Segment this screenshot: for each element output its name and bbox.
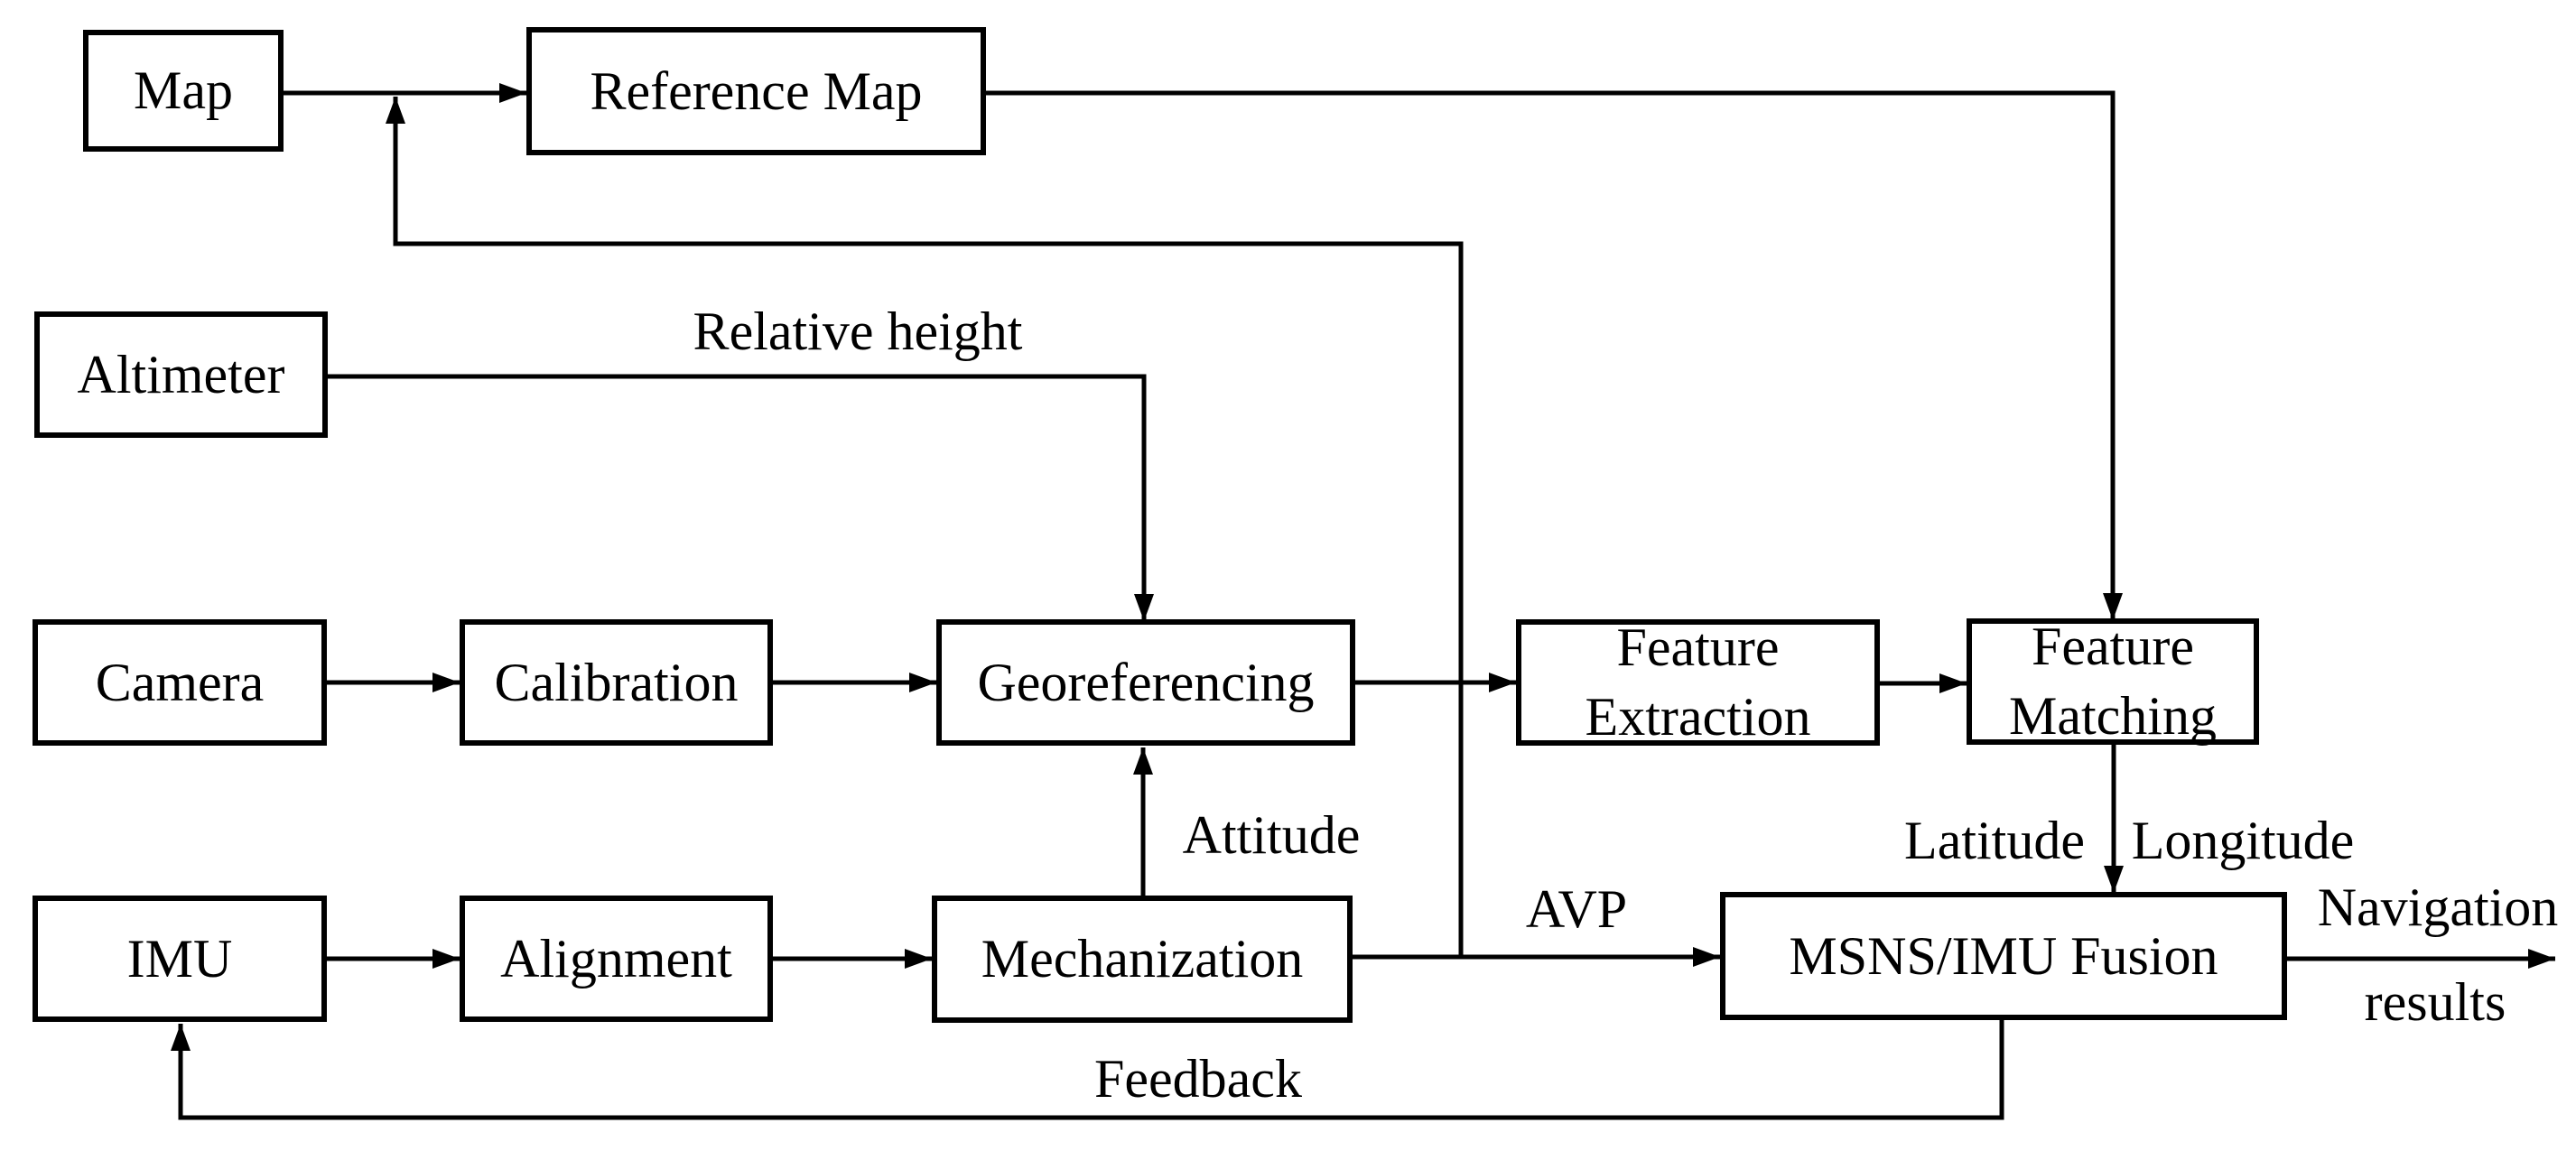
- node-feature-matching: Feature Matching: [1967, 617, 2259, 746]
- edge-label-attitude: Attitude: [1182, 805, 1361, 865]
- edge-label-relative-height: Relative height: [693, 302, 1023, 361]
- node-map: Map: [83, 30, 284, 152]
- node-calibration-label: Calibration: [494, 652, 739, 712]
- node-feature-extraction-label: Feature Extraction: [1585, 617, 1811, 747]
- node-feature-extraction: Feature Extraction: [1516, 617, 1880, 747]
- node-feature-matching-label: Feature Matching: [2009, 617, 2217, 746]
- edge-altimeter-to-georeferencing: [328, 374, 1154, 621]
- edge-mechanization-to-reference-map-input: [386, 97, 1464, 957]
- node-alignment: Alignment: [460, 896, 773, 1022]
- node-camera-label: Camera: [95, 652, 265, 712]
- node-reference-map: Reference Map: [526, 27, 986, 155]
- edge-reference-map-to-feature-matching: [986, 90, 2123, 620]
- edge-label-feedback: Feedback: [1094, 1049, 1302, 1109]
- edge-label-latitude: Latitude: [1904, 811, 2085, 870]
- node-reference-map-label: Reference Map: [590, 60, 923, 121]
- node-altimeter-label: Altimeter: [77, 344, 285, 404]
- node-alignment-label: Alignment: [500, 928, 732, 989]
- node-imu: IMU: [33, 896, 327, 1022]
- edge-label-avp: AVP: [1525, 879, 1628, 939]
- node-msns-imu-fusion: MSNS/IMU Fusion: [1720, 892, 2287, 1020]
- node-altimeter: Altimeter: [34, 311, 328, 438]
- node-mechanization: Mechanization: [932, 896, 1353, 1023]
- edge-label-longitude: Longitude: [2131, 811, 2355, 870]
- node-imu-label: IMU: [126, 928, 233, 989]
- edge-label-results: results: [2364, 972, 2506, 1032]
- node-georeferencing: Georeferencing: [936, 619, 1355, 746]
- edge-fusion-to-imu-feedback: [171, 1020, 2004, 1120]
- node-msns-imu-fusion-label: MSNS/IMU Fusion: [1789, 925, 2218, 986]
- node-camera: Camera: [33, 619, 327, 746]
- node-calibration: Calibration: [460, 619, 773, 746]
- node-georeferencing-label: Georeferencing: [977, 652, 1315, 712]
- node-mechanization-label: Mechanization: [981, 929, 1304, 989]
- edge-label-navigation: Navigation: [2317, 877, 2559, 937]
- node-map-label: Map: [134, 60, 233, 121]
